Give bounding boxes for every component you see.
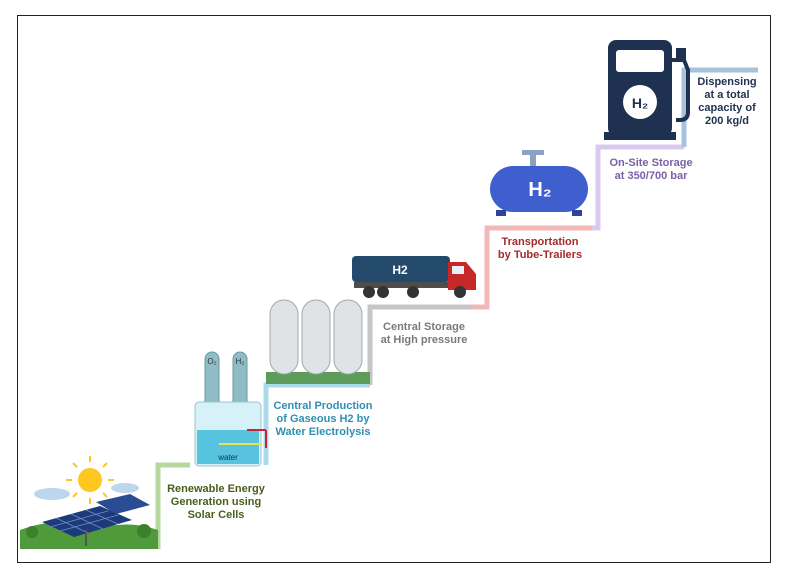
hydrogen-tank-icon [490, 150, 588, 216]
truck-tank-label: H2 [392, 263, 408, 277]
h2-dispenser-icon [604, 40, 690, 140]
tube-trailer-truck-icon [352, 256, 476, 298]
step-label-transportation: Transportation by Tube-Trailers [497, 236, 583, 261]
step-label-electrolysis: Central Production of Gaseous H2 by Wate… [273, 400, 373, 438]
o2-tube-label: O₂ [207, 357, 216, 366]
step-label-solar: Renewable Energy Generation using Solar … [167, 483, 265, 521]
solar-scene-icon [20, 456, 158, 549]
h2-tube-label: H₂ [236, 357, 245, 366]
storage-tanks-icon [266, 299, 370, 384]
step-label-dispensing: Dispensing at a total capacity of 200 kg… [697, 76, 757, 127]
beaker-label: water [217, 453, 238, 462]
step-label-onsite-storage: On-Site Storage at 350/700 bar [609, 157, 693, 182]
stair-step-5 [592, 144, 684, 231]
stair-step-3 [367, 304, 472, 385]
electrolyzer-icon [194, 351, 267, 467]
stair-step-4 [472, 225, 592, 310]
step-label-central-storage: Central Storage at High pressure [380, 321, 468, 346]
stair-step-1 [155, 462, 190, 549]
dispenser-h2-label: H₂ [632, 95, 648, 111]
tank-h2-label: H₂ [528, 179, 551, 201]
